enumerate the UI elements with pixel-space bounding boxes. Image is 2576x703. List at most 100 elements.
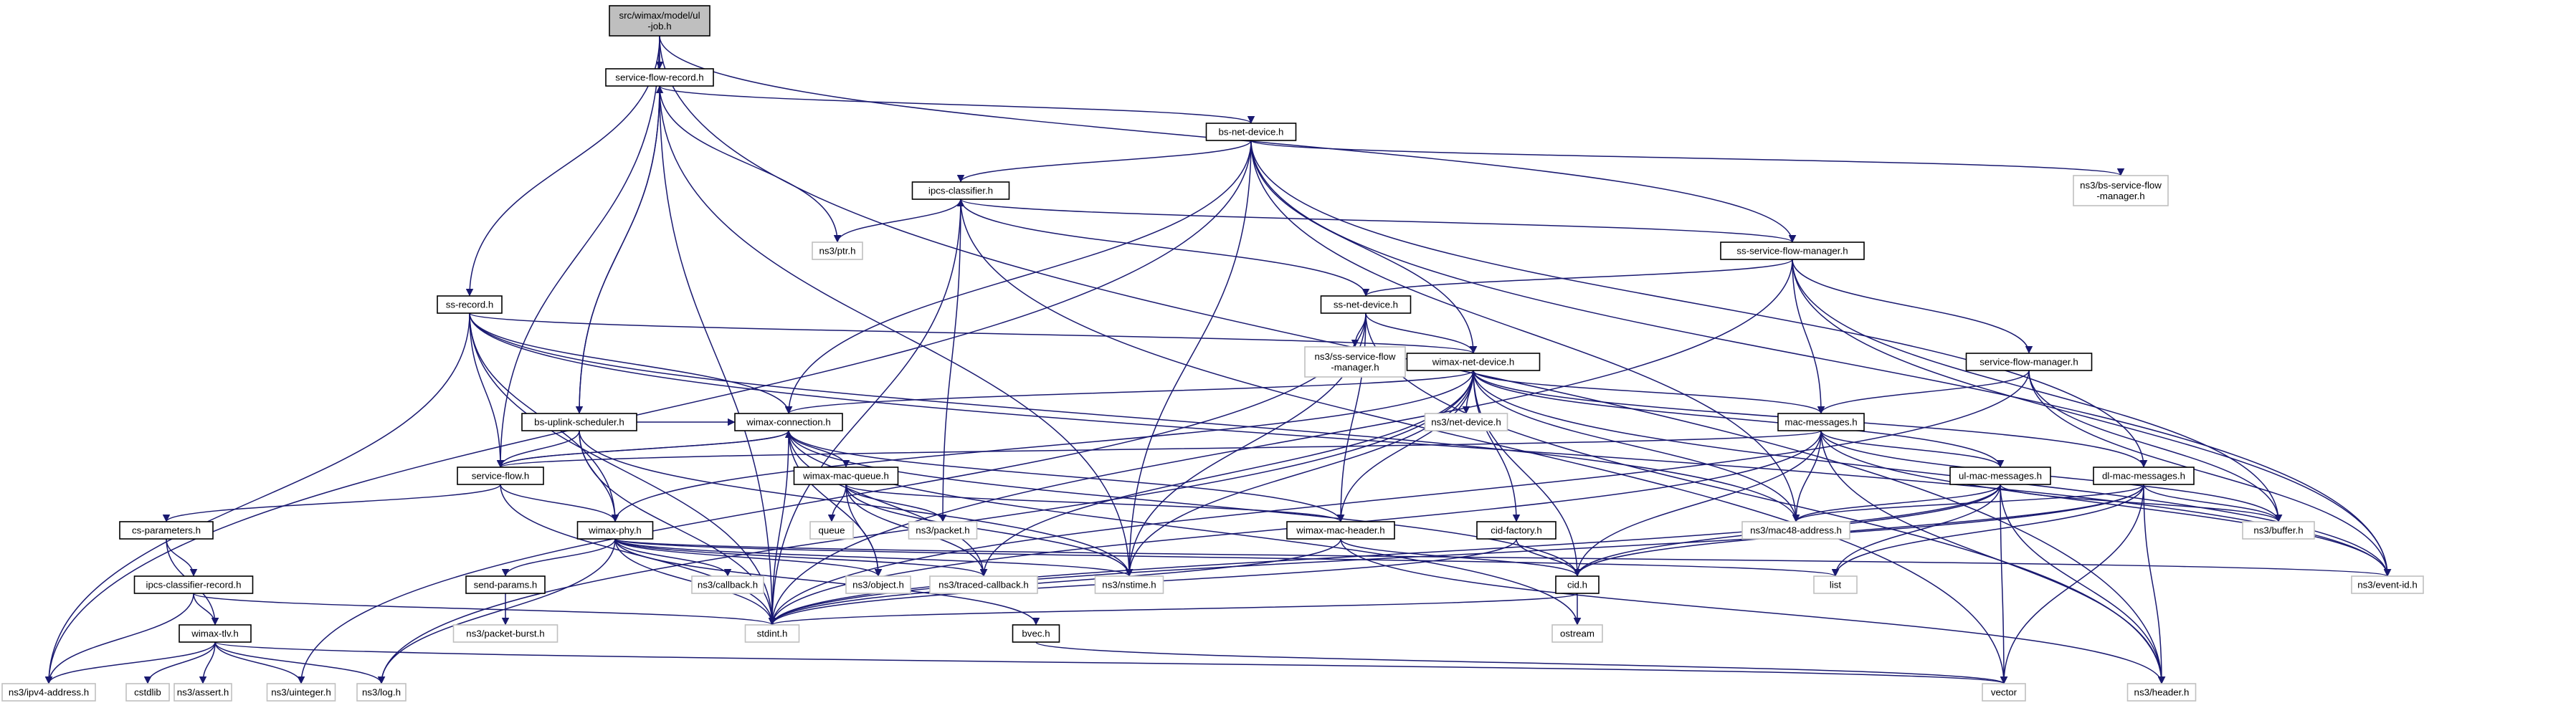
node-ptr: ns3/ptr.h — [812, 241, 863, 260]
node-root: src/wimax/model/ul-job.h — [609, 5, 710, 37]
edge-sfr-to-stdint — [659, 85, 776, 626]
node-label: ns3/uinteger.h — [271, 687, 331, 698]
node-label: -manager.h — [2096, 191, 2144, 201]
node-packet: ns3/packet.h — [908, 521, 978, 540]
node-label: ns3/bs-service-flow — [2080, 180, 2162, 191]
node-bvec[interactable]: bvec.h — [1012, 624, 1060, 643]
node-label: queue — [819, 525, 845, 536]
node-label: wimax-connection.h — [746, 417, 831, 428]
node-label: bs-net-device.h — [1219, 127, 1284, 138]
node-wnd[interactable]: wimax-net-device.h — [1406, 353, 1541, 371]
edge-wmq-to-nstime — [845, 484, 1133, 577]
edge-wnd-to-wmh — [1336, 370, 1474, 522]
edge-bsnd-to-nstime — [1125, 140, 1252, 577]
node-macmsg[interactable]: mac-messages.h — [1777, 413, 1865, 431]
node-label: ns3/packet.h — [916, 525, 969, 536]
edge-wphy-to-list — [614, 538, 1839, 577]
node-label: ns3/ss-service-flow — [1314, 351, 1395, 362]
edge-sfm-to-eventid — [2028, 370, 2392, 577]
edge-bsus-to-sfr — [579, 85, 664, 414]
node-list: list — [1813, 575, 1858, 594]
node-eventid: ns3/event-id.h — [2351, 575, 2424, 594]
node-label: wimax-mac-header.h — [1296, 525, 1384, 536]
node-label: ss-service-flow-manager.h — [1736, 246, 1848, 257]
node-label: ul-mac-messages.h — [1959, 471, 2042, 482]
edge-ipcs-to-stdint — [768, 199, 961, 626]
node-nssssfm: ns3/ss-service-flow-manager.h — [1304, 346, 1406, 378]
edge-bsnd-to-ipv4 — [44, 140, 1252, 684]
edge-wnd-to-wphy — [611, 370, 1474, 522]
node-label: wimax-mac-queue.h — [802, 471, 889, 482]
edge-macmsg-to-header — [1820, 430, 2166, 684]
node-sendp[interactable]: send-params.h — [465, 575, 546, 594]
edge-bsnd-to-dlmac — [1250, 140, 2148, 468]
node-cstdlib: cstdlib — [125, 683, 170, 702]
node-wmq[interactable]: wimax-mac-queue.h — [793, 467, 899, 485]
node-ulmac[interactable]: ul-mac-messages.h — [1949, 467, 2051, 485]
node-label: vector — [1991, 687, 2017, 698]
edge-wmq-to-packet — [845, 484, 947, 522]
edge-bsnd-to-wnd — [1250, 140, 1478, 354]
node-ssnd[interactable]: ss-net-device.h — [1320, 295, 1412, 314]
edge-sfm-to-stdint — [768, 370, 2030, 626]
node-sfm[interactable]: service-flow-manager.h — [1965, 353, 2093, 371]
node-cid[interactable]: cid.h — [1555, 575, 1600, 594]
edge-ipcs-to-packet — [938, 199, 961, 522]
edge-wmh-to-header — [1340, 538, 2166, 684]
node-ipcsrec[interactable]: ipcs-classifier-record.h — [133, 575, 254, 594]
node-wmh[interactable]: wimax-mac-header.h — [1286, 521, 1395, 540]
edge-wphy-to-log — [377, 538, 616, 684]
node-wphy[interactable]: wimax-phy.h — [576, 521, 654, 540]
edge-sflow-to-wphy — [500, 484, 619, 522]
edge-macmsg-to-cid — [1573, 430, 1822, 577]
node-header: ns3/header.h — [2126, 683, 2197, 702]
edge-bsnd-to-mac48 — [1250, 140, 1800, 522]
edge-sssfm-to-ssnd — [1361, 259, 1793, 297]
node-object: ns3/object.h — [845, 575, 911, 594]
node-wtlv[interactable]: wimax-tlv.h — [179, 624, 252, 643]
edge-dlmac-to-mac48 — [1792, 484, 2144, 522]
edge-wtlv-to-uinteger — [214, 641, 305, 684]
node-label: mac-messages.h — [1784, 417, 1857, 428]
node-wconn[interactable]: wimax-connection.h — [734, 413, 843, 431]
edge-wconn-to-traced — [788, 430, 988, 577]
edge-bsus-to-nstime — [579, 430, 1133, 577]
edge-wphy-to-sendp — [501, 538, 616, 577]
node-label: ipcs-classifier-record.h — [146, 580, 241, 590]
node-stdint: stdint.h — [744, 624, 800, 643]
edge-sfm-to-buffer — [2028, 370, 2283, 522]
node-ipcs[interactable]: ipcs-classifier.h — [911, 181, 1010, 200]
node-buffer: ns3/buffer.h — [2242, 521, 2315, 540]
edge-wphy-to-object — [614, 538, 883, 577]
node-label: list — [1830, 580, 1842, 590]
edge-wnd-to-mac48 — [1473, 370, 1800, 522]
edge-ipcsrec-to-stdint — [193, 593, 776, 626]
edge-sfm-to-macmsg — [1817, 370, 2030, 414]
node-label: service-flow-manager.h — [1979, 357, 2078, 368]
node-bsnd[interactable]: bs-net-device.h — [1205, 123, 1297, 141]
node-layer: src/wimax/model/ul-job.h service-flow-rec… — [1, 5, 2424, 702]
node-log: ns3/log.h — [356, 683, 407, 702]
edge-wconn-to-cid — [788, 430, 1582, 577]
node-bsus[interactable]: bs-uplink-scheduler.h — [521, 413, 637, 431]
edge-wnd-to-macmsg — [1473, 370, 1825, 414]
node-label: ns3/packet-burst.h — [466, 628, 544, 639]
node-dlmac[interactable]: dl-mac-messages.h — [2093, 467, 2195, 485]
node-sflow[interactable]: service-flow.h — [457, 467, 544, 485]
node-sssfm[interactable]: ss-service-flow-manager.h — [1720, 241, 1865, 260]
node-label: ipcs-classifier.h — [928, 186, 993, 196]
node-sfr[interactable]: service-flow-record.h — [605, 68, 714, 87]
node-label: service-flow-record.h — [615, 72, 703, 83]
node-csparam[interactable]: cs-parameters.h — [119, 521, 214, 540]
edge-dlmac-to-header — [2143, 484, 2166, 684]
node-label: ns3/buffer.h — [2253, 525, 2303, 536]
edge-bvec-to-vector — [1035, 641, 2007, 684]
edge-ipcs-to-vector — [960, 199, 2008, 684]
node-cidf[interactable]: cid-factory.h — [1476, 521, 1556, 540]
node-label: dl-mac-messages.h — [2102, 471, 2185, 482]
edge-ulmac-to-list — [1831, 484, 2001, 577]
edge-wnd-to-ulmac — [1473, 370, 2005, 468]
node-label: ns3/log.h — [362, 687, 401, 698]
node-ssrec[interactable]: ss-record.h — [437, 295, 503, 314]
